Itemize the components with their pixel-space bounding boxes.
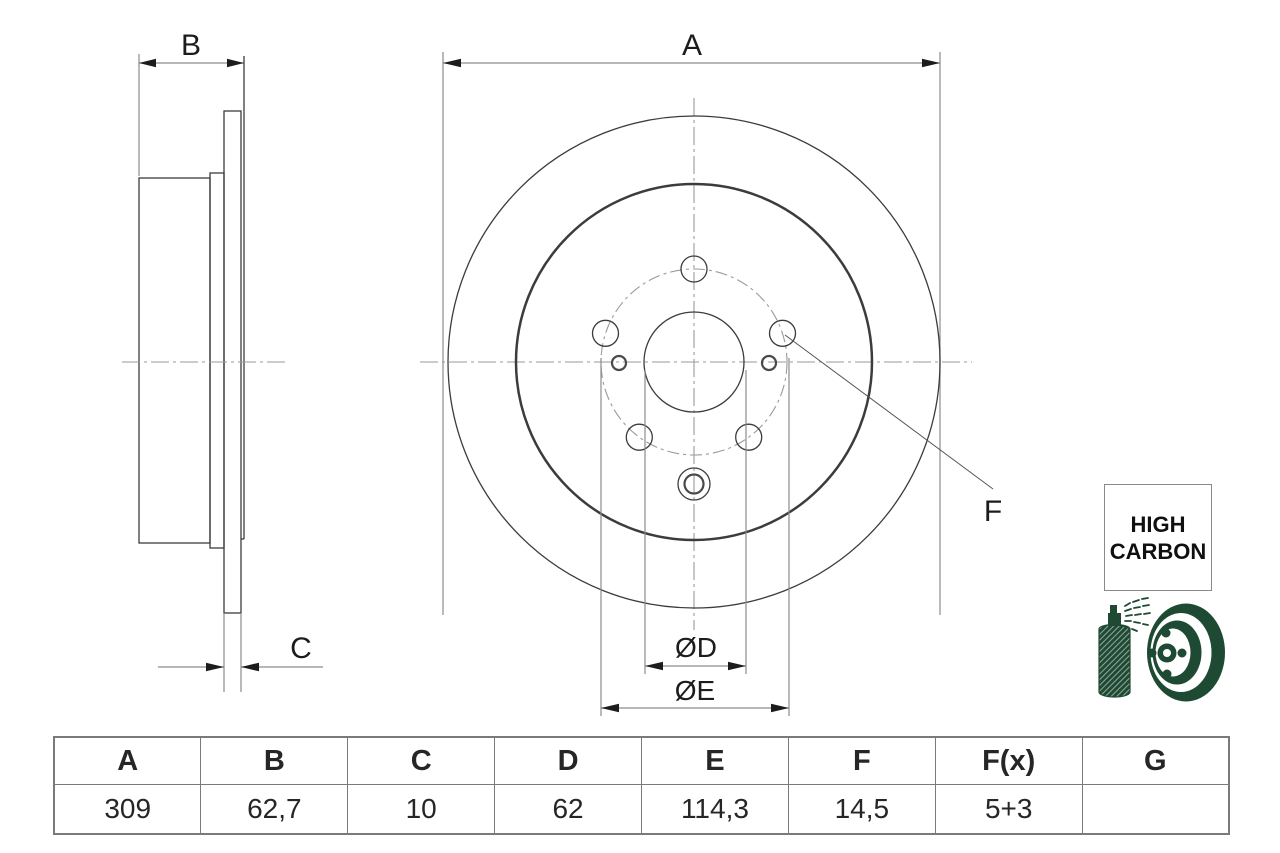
disc-bolt-hole (1161, 628, 1171, 638)
dim-label-b: B (181, 29, 201, 62)
bolt-hole-lower-left (625, 423, 653, 451)
bolt-hole-upper-right (768, 319, 797, 347)
dim-label-d: ØD (675, 632, 717, 663)
set-screw-hole-inner (683, 473, 705, 495)
dimension-a: A (442, 29, 941, 615)
spray-coating-icon (1098, 597, 1225, 702)
center-bore-circle (643, 311, 745, 413)
table-value-f: 14,5 (787, 784, 936, 835)
table-value-e: 114,3 (641, 784, 789, 835)
dimension-e: ØE (600, 358, 790, 716)
dim-label-c: C (290, 632, 312, 665)
dim-e-arrow-left (601, 703, 619, 713)
alignment-hole-left (610, 354, 628, 372)
dim-label-f: F (984, 495, 1002, 528)
table-header-c: C (347, 736, 496, 785)
alignment-hole-right (760, 354, 778, 372)
spray-can-body (1098, 623, 1131, 698)
spray-can-valve (1108, 613, 1121, 626)
front-view: A (420, 29, 1002, 716)
dim-a-arrow-left (443, 58, 461, 68)
table-header-d: D (494, 736, 642, 785)
bolt-holes (591, 255, 797, 451)
dim-label-e: ØE (675, 675, 715, 706)
badge-line-1: HIGH (1130, 511, 1186, 537)
braking-surface-circle (514, 182, 874, 542)
dimensions-table: A B C D E F F(x) G 309 62,7 10 62 114,3 … (53, 736, 1230, 835)
brake-disc-icon (1147, 603, 1225, 702)
badge-line-2: CARBON (1109, 538, 1207, 564)
table-value-b: 62,7 (200, 784, 349, 835)
dim-e-arrow-right (771, 703, 789, 713)
dim-c-arrow-right (241, 662, 259, 672)
table-value-g (1081, 784, 1230, 835)
dim-d-arrow-right (728, 661, 746, 671)
table-header-g: G (1081, 736, 1230, 785)
disc-bolt-hole (1147, 648, 1157, 658)
spray-mist (1123, 597, 1151, 632)
dim-label-a: A (682, 29, 702, 62)
bolt-hole-upper-left (591, 319, 620, 347)
side-hat-flange (209, 172, 225, 549)
dim-a-arrow-right (922, 58, 940, 68)
bolt-circle (600, 268, 788, 456)
table-header-row: A B C D E F F(x) G (53, 736, 1230, 785)
table-header-fx: F(x) (934, 736, 1083, 785)
table-header-a: A (53, 736, 202, 785)
outer-diameter-circle (447, 115, 941, 609)
table-value-row: 309 62,7 10 62 114,3 14,5 5+3 (53, 784, 1230, 835)
disc-bolt-hole (1177, 648, 1187, 658)
dim-c-arrow-left (206, 662, 224, 672)
side-view: B C (122, 29, 323, 692)
spray-can-nozzle (1110, 605, 1117, 614)
dim-b-arrow-right (227, 58, 244, 68)
high-carbon-badge: HIGH CARBON (1104, 484, 1212, 591)
leader-f-line (784, 334, 994, 490)
disc-bolt-hole (1162, 669, 1172, 679)
dimension-d: ØD (644, 370, 747, 674)
dimension-b: B (138, 29, 244, 176)
table-value-fx: 5+3 (934, 784, 1083, 835)
set-screw-hole (677, 467, 711, 501)
table-header-f: F (787, 736, 936, 785)
bolt-hole-lower-right (735, 423, 763, 451)
table-value-a: 309 (53, 784, 202, 835)
dim-b-arrow-left (139, 58, 156, 68)
table-header-e: E (641, 736, 789, 785)
dim-d-arrow-left (645, 661, 663, 671)
spray-can-icon (1098, 597, 1151, 698)
table-value-c: 10 (347, 784, 496, 835)
bolt-hole-top (680, 255, 708, 283)
set-screw-hole-outer (677, 467, 711, 501)
table-value-d: 62 (494, 784, 642, 835)
leader-f: F (784, 334, 1002, 528)
table-header-b: B (200, 736, 349, 785)
disc-center-bore-inner (1163, 649, 1171, 657)
side-hat-outline (138, 177, 211, 544)
dimension-c: C (158, 613, 323, 692)
